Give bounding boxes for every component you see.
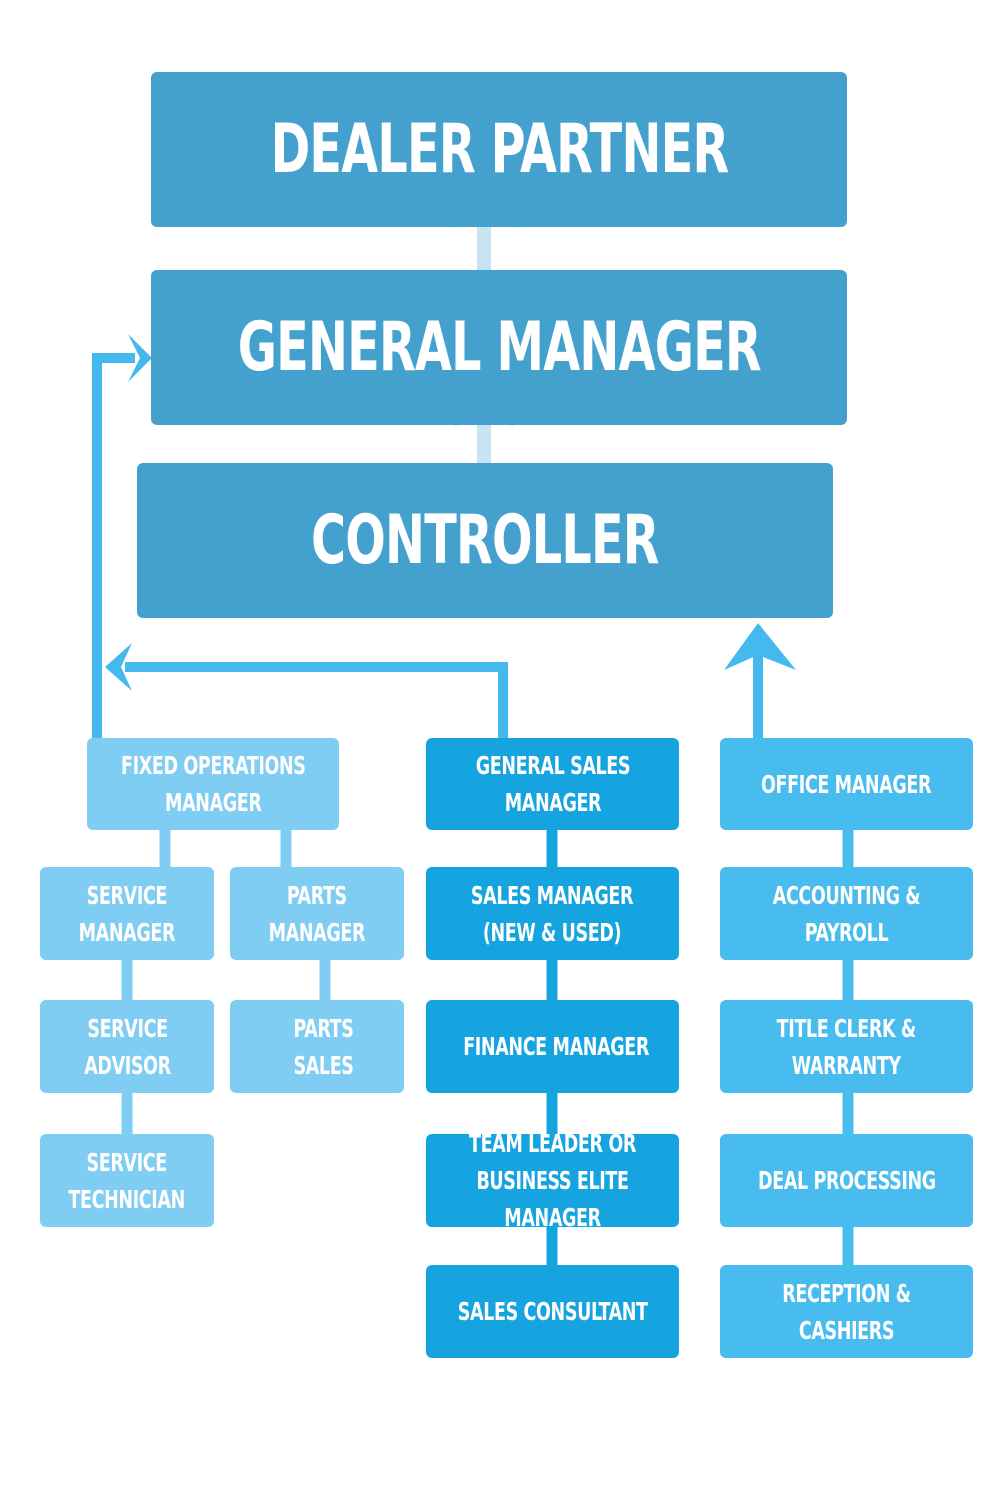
reception-cashiers-box: RECEPTION & CASHIERS [720,1265,973,1358]
office-manager-label: OFFICE MANAGER [761,769,932,799]
service-advisor-box: SERVICE ADVISOR [40,1000,214,1093]
office-manager-box: OFFICE MANAGER [720,738,973,830]
accounting-payroll-box: ACCOUNTING & PAYROLL [720,867,973,960]
deal-processing-box: DEAL PROCESSING [720,1134,973,1227]
deal-processing-label: DEAL PROCESSING [757,1166,936,1195]
sales-consultant-label: SALES CONSULTANT [457,1297,648,1326]
service-technician-label: SERVICE TECHNICIAN [68,1147,186,1214]
sales-manager-box: SALES MANAGER (NEW & USED) [426,867,679,960]
team-leader-label: TEAM LEADER OR BUSINESS ELITE MANAGER [469,1129,636,1232]
parts-manager-label: PARTS MANAGER [268,880,366,947]
finance-manager-label: FINANCE MANAGER [463,1032,650,1061]
gsm-to-left-arrow [105,643,508,740]
parts-sales-label: PARTS SALES [293,1013,355,1080]
office-to-controller-arrow [724,623,796,740]
general-sales-manager-label: GENERAL SALES MANAGER [475,751,630,817]
parts-manager-box: PARTS MANAGER [230,867,404,960]
general-manager-box: GENERAL MANAGER [151,270,847,425]
sales-manager-label: SALES MANAGER (NEW & USED) [471,880,634,947]
team-leader-box: TEAM LEADER OR BUSINESS ELITE MANAGER [426,1129,679,1232]
fixed-ops-connectors [121,828,331,1137]
fixed-operations-manager-label: FIXED OPERATIONS MANAGER [120,751,306,817]
controller-box: CONTROLLER [137,463,833,618]
general-sales-manager-box: GENERAL SALES MANAGER [426,738,679,830]
fixed-ops-to-gm-arrow [92,334,152,740]
service-advisor-label: SERVICE ADVISOR [83,1013,171,1080]
fixed-operations-manager-box: FIXED OPERATIONS MANAGER [87,738,339,830]
sales-consultant-box: SALES CONSULTANT [426,1265,679,1358]
reception-cashiers-label: RECEPTION & CASHIERS [782,1278,911,1345]
accounting-payroll-label: ACCOUNTING & PAYROLL [772,880,921,947]
service-manager-label: SERVICE MANAGER [78,880,176,947]
service-manager-box: SERVICE MANAGER [40,867,214,960]
service-technician-box: SERVICE TECHNICIAN [40,1134,214,1227]
title-clerk-warranty-box: TITLE CLERK & WARRANTY [720,1000,973,1093]
controller-label: CONTROLLER [311,501,660,580]
parts-sales-box: PARTS SALES [230,1000,404,1093]
dealer-partner-label: DEALER PARTNER [270,110,729,189]
title-clerk-warranty-label: TITLE CLERK & WARRANTY [776,1013,917,1080]
finance-manager-box: FINANCE MANAGER [426,1000,679,1093]
general-manager-label: GENERAL MANAGER [237,308,761,387]
dealer-partner-box: DEALER PARTNER [151,72,847,227]
